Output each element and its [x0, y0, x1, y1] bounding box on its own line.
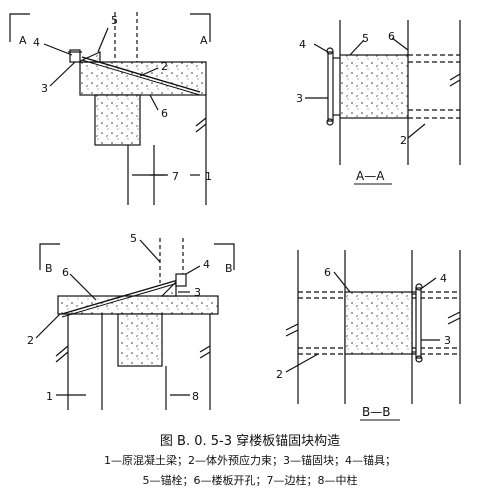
section-mark-right: [190, 13, 211, 42]
legend-line-1: 1—原混凝土梁；2—体外预应力束；3—锚固块；4—锚具；: [104, 454, 396, 467]
label-6: 6: [388, 30, 395, 43]
label-2: 2: [276, 368, 283, 381]
label-6: 6: [161, 107, 168, 120]
concrete-beam: [94, 94, 141, 146]
label-1: 1: [205, 170, 212, 183]
label-5: 5: [130, 232, 137, 245]
prestress-tendon: [81, 56, 201, 93]
section-name-b-b: B—B: [362, 405, 390, 419]
view-top-right: [305, 20, 461, 165]
section-mark-right: [214, 243, 235, 270]
section-letter-b-left: B: [45, 262, 53, 275]
section-letter-a-left: A: [19, 34, 27, 47]
anchorage-block-section: [339, 54, 409, 119]
label-6: 6: [62, 266, 69, 279]
section-letter-a-right: A: [200, 34, 208, 47]
label-3: 3: [194, 286, 201, 299]
anchorage-block: [160, 280, 177, 297]
label-3: 3: [296, 92, 303, 105]
label-8: 8: [192, 390, 199, 403]
labels-top-left: A A 4 5 3 2 6 7 1: [19, 14, 212, 183]
concrete-beam: [117, 313, 163, 367]
labels-bottom-left: B B 5 4 6 3 2 1 8: [27, 232, 233, 403]
anchor-device: [175, 273, 187, 287]
label-7: 7: [172, 170, 179, 183]
legend-line-2: 5—锚栓；6—楼板开孔；7—边柱；8—中柱: [142, 474, 358, 487]
anchorage-block-diagram: A A 4 5 3 2 6 7 1: [9, 12, 461, 421]
section-mark-left: [39, 243, 60, 270]
labels-top-right: 4 5 6 3 2 A—A: [296, 30, 407, 185]
anchor-plate: [327, 51, 334, 122]
view-top-left: [9, 12, 211, 205]
view-bottom-right: [285, 250, 461, 404]
anchorage-block: [77, 51, 101, 63]
section-name-a-a: A—A: [356, 169, 385, 183]
label-5: 5: [362, 32, 369, 45]
section-mark-left: [9, 13, 30, 42]
label-6: 6: [324, 266, 331, 279]
label-4: 4: [299, 38, 306, 51]
label-4: 4: [440, 272, 447, 285]
prestress-tendon: [61, 279, 179, 315]
view-bottom-left: [35, 238, 235, 410]
anchorage-block-section: [344, 291, 413, 355]
label-4: 4: [203, 258, 210, 271]
label-2: 2: [400, 134, 407, 147]
figure-title: 图 B. 0. 5-3 穿楼板锚固块构造: [159, 434, 341, 449]
label-5: 5: [111, 14, 118, 27]
label-3: 3: [41, 82, 48, 95]
label-3: 3: [444, 334, 451, 347]
section-letter-b-right: B: [225, 262, 233, 275]
anchor-plate: [415, 287, 422, 359]
label-4: 4: [33, 36, 40, 49]
labels-bottom-right: 6 4 3 2 B—B: [276, 266, 451, 421]
label-2: 2: [161, 60, 168, 73]
label-1: 1: [46, 390, 53, 403]
label-2: 2: [27, 334, 34, 347]
